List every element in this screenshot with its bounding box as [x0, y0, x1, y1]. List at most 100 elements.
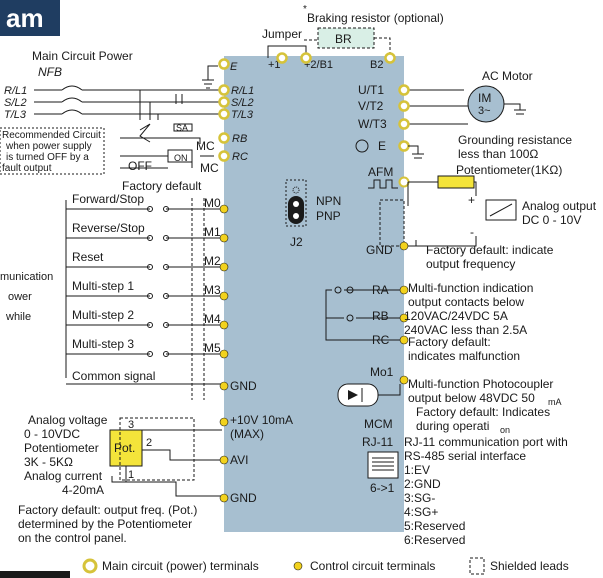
photo-desc-1: Multi-function Photocoupler — [408, 377, 553, 391]
common-signal-label: Common signal — [72, 369, 155, 383]
relay-desc-3: 120VAC/24VDC 5A — [404, 309, 508, 323]
main-circuit-title: Main Circuit Power — [32, 49, 133, 63]
relay-rb: RB — [372, 309, 389, 323]
gnd-input-label: GND — [230, 379, 257, 393]
input-terminal-2 — [219, 262, 229, 272]
terminal-rb: RB — [232, 133, 247, 145]
photo-desc-4: during operati — [416, 419, 489, 433]
legend-control: Control circuit terminals — [310, 559, 435, 573]
output-u: U/T1 — [358, 83, 384, 97]
pot-pin-1: 1 — [128, 469, 134, 481]
afm-plus: + — [468, 193, 475, 207]
ground-symbol-icon — [355, 139, 369, 153]
braking-resistor-label: Braking resistor (optional) — [307, 11, 444, 25]
ten-v-label-2: (MAX) — [230, 427, 264, 441]
switch-contact-0-0 — [147, 206, 153, 212]
output-v: V/T2 — [358, 99, 384, 113]
legend-shielded: Shielded leads — [490, 559, 569, 573]
input-terminal-0 — [219, 204, 229, 214]
plus1-label: +1 — [268, 59, 281, 71]
output-w: W/T3 — [358, 117, 387, 131]
switch-contact-2-1 — [163, 264, 169, 270]
recommended-line-2: when power supply — [5, 141, 92, 152]
control-terminal-legend-icon — [293, 561, 303, 571]
main-terminal-legend-icon — [82, 558, 98, 574]
motor-e-label: E — [378, 139, 386, 153]
afm-label: AFM — [368, 165, 393, 179]
rj11-pin-3: 3:SG- — [404, 491, 435, 505]
braking-star: * — [303, 4, 307, 15]
mo1-label: Mo1 — [370, 365, 394, 379]
pot-pin-3: 3 — [128, 419, 134, 431]
analog-output-2: DC 0 - 10V — [522, 213, 581, 227]
input-label-2: Reset — [72, 250, 104, 264]
rj11-pin-5: 5:Reserved — [404, 519, 465, 533]
switch-contact-1-1 — [163, 235, 169, 241]
input-label-4: Multi-step 2 — [72, 308, 134, 322]
mc-label-2: MC — [200, 161, 219, 175]
pot-desc-1: Potentiometer — [24, 441, 99, 455]
sa-label: SA — [176, 123, 188, 133]
input-s: S/L2 — [4, 97, 27, 109]
input-label-5: Multi-step 3 — [72, 337, 134, 351]
input-terminal-label-1: M1 — [204, 225, 221, 239]
afm-shield — [379, 199, 405, 247]
plus2b1-label: +2/B1 — [304, 59, 333, 71]
off-label: OFF — [128, 159, 152, 173]
left-cut-2: ower — [8, 291, 32, 303]
recommended-line-3: is turned OFF by a — [6, 152, 89, 163]
analog-current-1: Analog current — [24, 469, 103, 483]
input-label-3: Multi-step 1 — [72, 279, 134, 293]
header-tab — [0, 0, 60, 36]
analog-gnd-label: GND — [230, 491, 257, 505]
terminal-t: T/L3 — [231, 109, 254, 121]
relay-desc-6: indicates malfunction — [408, 349, 520, 363]
rj11-arrow: 6->1 — [370, 481, 395, 495]
nfb-label: NFB — [38, 65, 62, 79]
switch-contact-3-0 — [147, 293, 153, 299]
pot-box-label: Pot. — [114, 441, 135, 455]
input-terminal-1 — [219, 233, 229, 243]
afm-potentiometer-box — [437, 175, 475, 189]
analog-note-1: Factory default: output freq. (Pot.) — [18, 503, 197, 517]
photo-desc-2: output below 48VDC 50 — [408, 391, 535, 405]
input-terminal-label-2: M2 — [204, 254, 221, 268]
input-t: T/L3 — [4, 109, 27, 121]
analog-voltage-1: Analog voltage — [28, 413, 108, 427]
input-label-1: Reverse/Stop — [72, 221, 145, 235]
terminal-s: S/L2 — [231, 97, 254, 109]
analog-output-1: Analog output — [522, 199, 597, 213]
legend-main: Main circuit (power) terminals — [102, 559, 259, 573]
pot-desc-2: 3K - 5KΩ — [24, 455, 73, 469]
switch-contact-4-1 — [163, 322, 169, 328]
terminal-rc: RC — [232, 151, 248, 163]
afm-note-1: Factory default: indicate — [426, 243, 554, 257]
npn-label: NPN — [316, 194, 341, 208]
left-cut-1: munication — [0, 271, 53, 283]
switch-contact-3-1 — [163, 293, 169, 299]
recommended-line-1: Recommended Circuit — [2, 130, 101, 141]
switch-contact-5-1 — [163, 351, 169, 357]
photo-desc-2-sub: mA — [548, 397, 562, 407]
relay-desc-5: Factory default: — [408, 335, 491, 349]
recommended-box — [0, 127, 105, 175]
afm-minus: - — [470, 225, 474, 239]
relay-desc-1: Multi-function indication — [408, 281, 533, 295]
input-terminal-label-5: M5 — [204, 341, 221, 355]
main-terminals — [218, 52, 396, 162]
rj11-desc-2: RS-485 serial interface — [404, 449, 526, 463]
input-r: R/L1 — [4, 85, 27, 97]
afm-note-2: output frequency — [426, 257, 515, 271]
analog-note-2: determined by the Potentiometer — [18, 517, 192, 531]
input-label-0: Forward/Stop — [72, 192, 144, 206]
input-terminal-label-0: M0 — [204, 196, 221, 210]
analog-voltage-2: 0 - 10VDC — [24, 427, 80, 441]
rj11-desc-1: RJ-11 communication port with — [404, 435, 568, 449]
pot-pin-2: 2 — [146, 437, 152, 449]
switch-contact-5-0 — [147, 351, 153, 357]
switch-contact-2-0 — [147, 264, 153, 270]
switch-contact-4-0 — [147, 322, 153, 328]
input-terminal-4 — [219, 320, 229, 330]
pnp-label: PNP — [316, 209, 341, 223]
grounding-line-1: Grounding resistance — [458, 133, 572, 147]
